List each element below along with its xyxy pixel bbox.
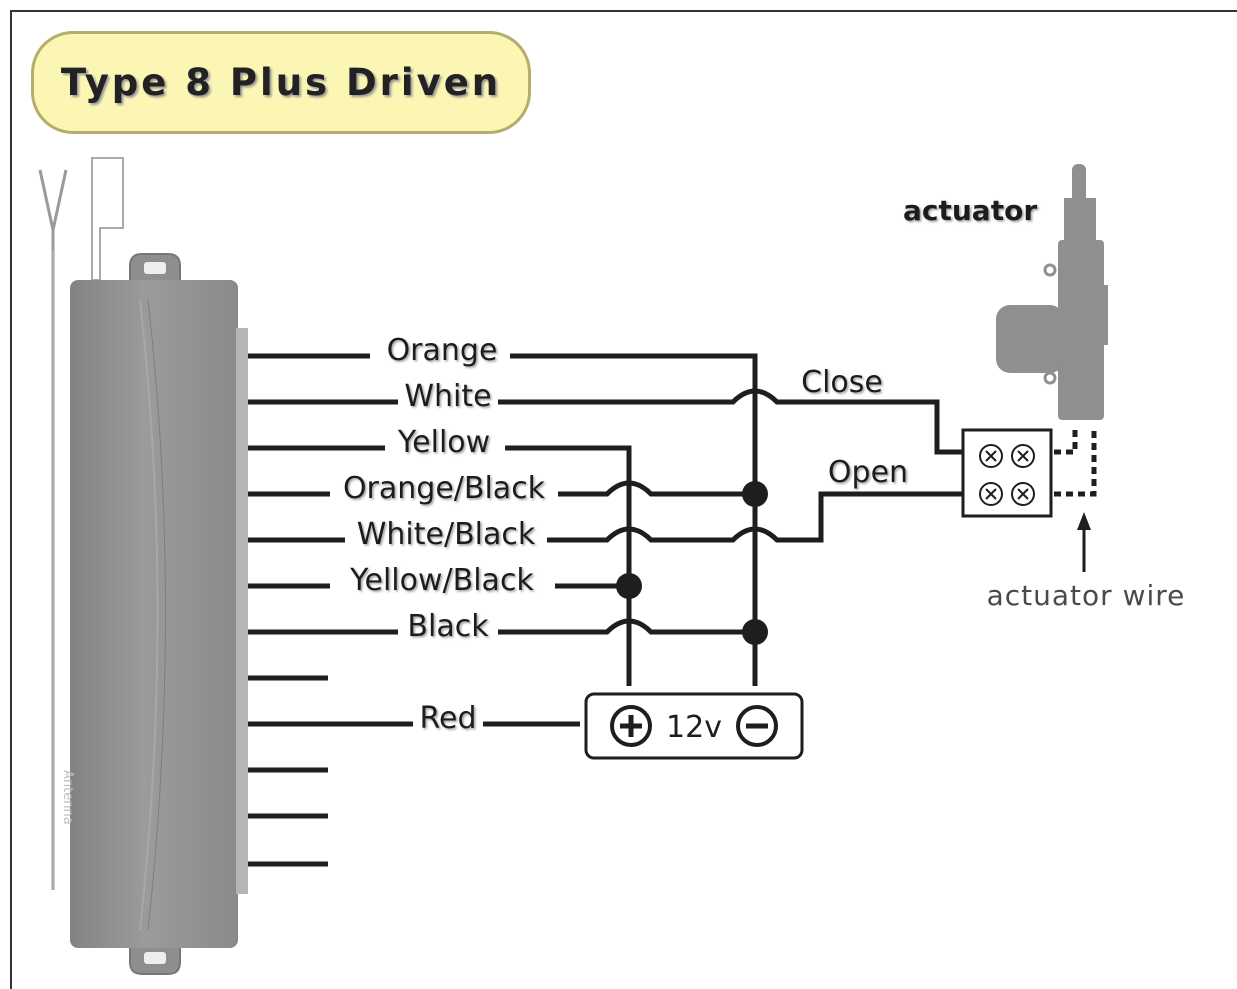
connector-tab-icon xyxy=(91,157,124,281)
diagram-title: Type 8 Plus Driven xyxy=(60,61,502,104)
title-badge: Type 8 Plus Driven xyxy=(31,31,531,134)
label-actuator-wire: actuator wire xyxy=(987,579,1186,612)
actuator-wire-dotted xyxy=(1054,430,1097,497)
power-supply-box: 12v xyxy=(584,692,804,760)
actuator-connector xyxy=(961,428,1053,518)
power-label: 12v xyxy=(666,710,722,745)
wire-stubs xyxy=(248,675,328,867)
antenna-side-label: Antenna xyxy=(60,770,75,825)
wire-orange-black xyxy=(248,480,755,497)
wire-orange xyxy=(248,353,758,686)
label-close: Close xyxy=(801,365,883,400)
label-white-black: White/Black xyxy=(357,517,536,552)
actuator-device-icon xyxy=(996,164,1108,420)
diagram-frame xyxy=(10,10,1237,989)
label-white: White xyxy=(404,379,491,414)
label-black: Black xyxy=(407,609,489,644)
control-unit: Antenna xyxy=(60,253,248,975)
wire-black xyxy=(248,618,755,635)
label-yellow: Yellow xyxy=(397,425,490,460)
connector-pins xyxy=(979,444,1035,506)
antenna-icon xyxy=(38,169,68,890)
junction-dots xyxy=(616,481,768,645)
actuator-wire-arrow-icon xyxy=(1077,512,1091,572)
wire-white xyxy=(248,388,963,455)
label-red: Red xyxy=(420,701,477,736)
positive-terminal-icon xyxy=(610,705,652,747)
label-yellow-black: Yellow/Black xyxy=(349,563,534,598)
label-actuator: actuator xyxy=(903,194,1037,227)
connector-pin-marks xyxy=(985,450,1029,500)
label-orange-black: Orange/Black xyxy=(343,471,546,506)
negative-terminal-icon xyxy=(736,705,778,747)
wire-yellow xyxy=(248,445,632,686)
label-orange: Orange xyxy=(387,333,498,368)
label-open: Open xyxy=(828,455,908,490)
wire-white-black xyxy=(248,491,963,543)
wire-lines xyxy=(248,353,963,867)
